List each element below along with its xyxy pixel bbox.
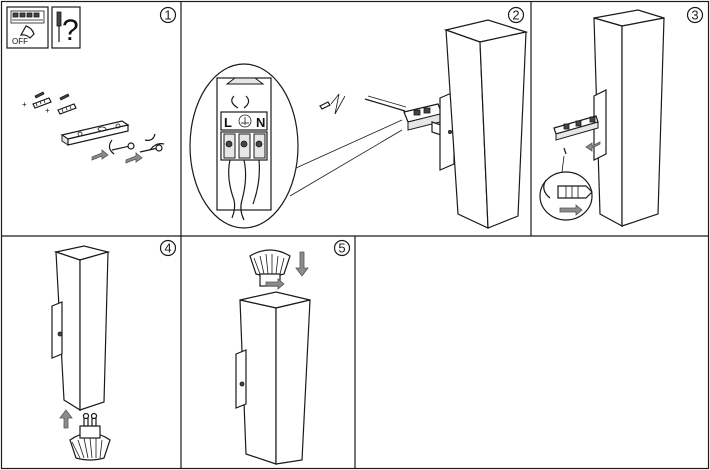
gu10-bulb-step5 <box>249 249 291 287</box>
gu10-bulb-step4 <box>69 412 111 461</box>
svg-text:1: 1 <box>164 8 171 23</box>
svg-text:+: + <box>45 106 50 115</box>
step-5-panel <box>235 249 311 465</box>
lamp-body-step2 <box>439 19 529 229</box>
svg-text:2: 2 <box>512 8 519 23</box>
screws <box>111 142 163 153</box>
step-2-panel: L N <box>189 19 529 229</box>
step-number-3: 3 <box>686 6 704 24</box>
power-switch-off-icon: OFF <box>6 6 49 49</box>
step-number-2: 2 <box>507 6 525 24</box>
mounting-bracket <box>60 120 130 146</box>
lamp-body-step3 <box>593 9 665 228</box>
wall-plug-1: + <box>22 97 52 109</box>
connector-assembly <box>403 103 445 137</box>
step-1-panel: OFF ? + + <box>6 6 165 164</box>
mains-cable <box>319 93 407 115</box>
step-4-panel <box>51 245 111 461</box>
step-3-panel <box>539 9 665 228</box>
lamp-body-step4 <box>51 245 111 412</box>
step-number-1: 1 <box>159 6 177 24</box>
wall-plug-2: + <box>45 103 77 115</box>
svg-text:L: L <box>224 115 232 130</box>
screwdriver-question-icon: ? <box>51 6 81 49</box>
lamp-body-step5 <box>235 291 311 465</box>
screw-zoom-callout <box>539 155 593 221</box>
svg-text:N: N <box>256 115 265 130</box>
terminal-block-zoom: L N <box>189 63 299 229</box>
insert-arrows <box>91 133 165 164</box>
wall-bracket-step3 <box>553 115 599 141</box>
svg-text:?: ? <box>62 14 79 47</box>
svg-text:5: 5 <box>338 241 345 256</box>
step-number-5: 5 <box>333 239 351 257</box>
svg-text:4: 4 <box>164 241 171 256</box>
svg-text:3: 3 <box>691 8 698 23</box>
svg-text:OFF: OFF <box>12 37 28 46</box>
step-number-4: 4 <box>159 239 177 257</box>
svg-text:+: + <box>22 100 27 109</box>
